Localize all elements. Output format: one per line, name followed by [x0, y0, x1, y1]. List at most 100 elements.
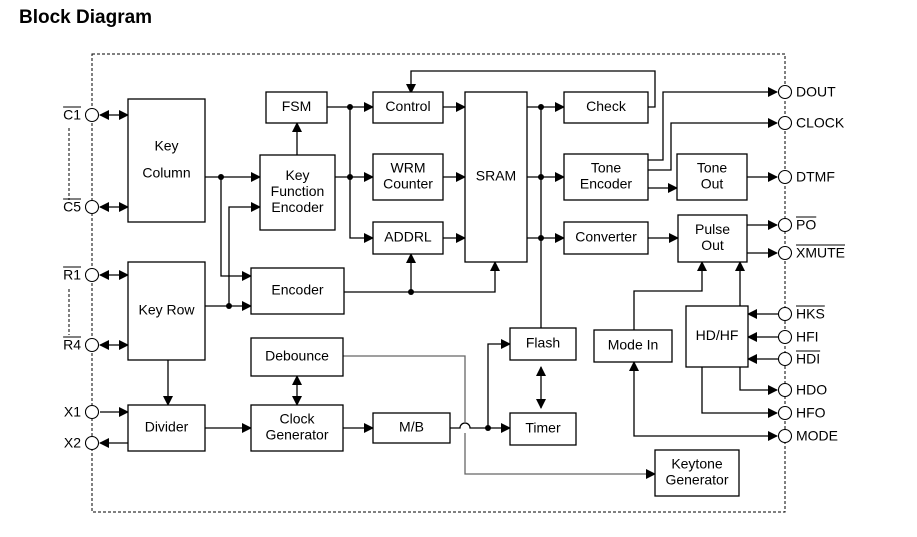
pin-mode: MODE — [777, 428, 838, 444]
pin-terminal-icon — [777, 217, 793, 233]
junction-dot — [538, 174, 544, 180]
pin-hdi: HDI — [777, 350, 821, 367]
block-mb: M/B — [372, 412, 451, 444]
block-box — [372, 412, 451, 444]
block-label: Keytone — [671, 456, 723, 472]
junction-dots — [218, 104, 544, 431]
block-label: FSM — [282, 98, 312, 114]
pin-terminal-icon — [84, 435, 100, 451]
block-box — [464, 91, 528, 263]
pin-label: R1 — [63, 267, 81, 283]
wire-bus-addrl — [349, 107, 374, 243]
block-label: WRM — [391, 160, 426, 176]
wire-hdhf-hdo — [739, 367, 778, 395]
pin-xmute: XMUTE — [777, 244, 845, 261]
wire-toneencoder-clock — [648, 118, 778, 171]
pin-terminal-icon — [84, 267, 100, 283]
block-label: Timer — [525, 420, 561, 436]
block-hd-hf: HD/HF — [685, 305, 749, 368]
block-label: HD/HF — [696, 327, 739, 343]
block-encoder: Encoder — [250, 267, 345, 315]
pin-terminal-icon — [777, 428, 793, 444]
block-box — [509, 412, 577, 446]
pin-dtmf: DTMF — [777, 169, 835, 185]
block-fsm: FSM — [265, 91, 328, 124]
junction-dot — [226, 303, 232, 309]
wire-toneencoder-dout — [648, 87, 778, 161]
block-label: Out — [701, 237, 724, 253]
pin-terminal-icon — [84, 337, 100, 353]
pin-hfi: HFI — [777, 329, 819, 345]
block-label: Function — [271, 183, 325, 199]
block-mode-in: Mode In — [593, 329, 673, 363]
wire-encoder-sram — [344, 261, 500, 293]
block-label: Tone — [697, 160, 728, 176]
block-label: Converter — [575, 229, 637, 245]
block-label: Divider — [145, 419, 189, 435]
block-label: Generator — [265, 427, 328, 443]
block-debounce: Debounce — [250, 337, 344, 377]
pin-hdo: HDO — [777, 382, 827, 398]
block-key-row: Key Row — [127, 261, 206, 361]
wire-keycolumn-encoder — [220, 177, 252, 281]
block-label: Out — [701, 176, 724, 192]
block-box — [509, 327, 577, 361]
block-label: Flash — [526, 335, 560, 351]
block-label: SRAM — [476, 168, 516, 184]
block-box — [127, 261, 206, 361]
pin-terminal-icon — [84, 404, 100, 420]
pin-label: HKS — [796, 306, 825, 322]
wire-check-control — [406, 70, 656, 108]
block-box — [250, 267, 345, 315]
junction-dot — [538, 235, 544, 241]
block-box — [127, 404, 206, 452]
block-flash: Flash — [509, 327, 577, 361]
pin-label: XMUTE — [796, 245, 845, 261]
wire-mb-flash — [487, 339, 511, 428]
block-box — [127, 98, 206, 223]
pin-r4: R4 — [63, 336, 100, 353]
pin-terminal-icon — [84, 199, 100, 215]
pin-terminal-icon — [777, 329, 793, 345]
block-label: Key — [154, 138, 178, 154]
pin-terminal-icon — [777, 306, 793, 322]
block-box — [563, 221, 649, 255]
block-box — [593, 329, 673, 363]
junction-dot — [408, 289, 414, 295]
wire-debounce-keytone — [343, 355, 466, 423]
pin-x2: X2 — [64, 435, 100, 451]
block-box — [372, 221, 444, 255]
block-label: Check — [586, 98, 627, 114]
wire-keyrow-kfe — [228, 202, 261, 306]
pin-terminal-icon — [777, 405, 793, 421]
block-box — [265, 91, 328, 124]
block-box — [563, 153, 649, 201]
wire-mode-modein — [629, 361, 778, 441]
pin-label: HFO — [796, 405, 826, 421]
block-label: Pulse — [695, 221, 730, 237]
pin-label: HFI — [796, 329, 819, 345]
pin-clock: CLOCK — [777, 115, 845, 131]
pin-label: MODE — [796, 428, 838, 444]
pin-r1: R1 — [63, 266, 100, 283]
diagram-title: Block Diagram — [19, 7, 153, 28]
junction-dot — [485, 425, 491, 431]
block-box — [250, 337, 344, 377]
pin-terminal-icon — [84, 107, 100, 123]
block-check: Check — [563, 91, 649, 124]
pin-label: DOUT — [796, 84, 836, 100]
block-label: Debounce — [265, 348, 329, 364]
pin-terminal-icon — [777, 115, 793, 131]
block-label: Encoder — [271, 282, 323, 298]
block-timer: Timer — [509, 412, 577, 446]
pin-po: PO — [777, 216, 816, 233]
pin-label: C5 — [63, 199, 81, 215]
block-box — [372, 153, 444, 201]
block-label: Column — [142, 165, 190, 181]
pin-label: PO — [796, 217, 816, 233]
